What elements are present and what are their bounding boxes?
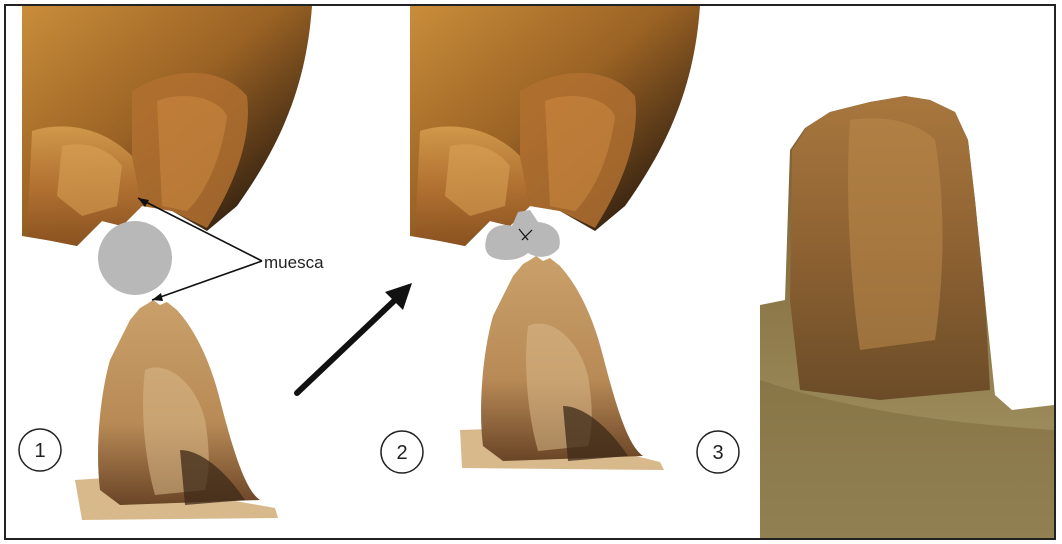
tooth-highlight-3 [848,118,942,350]
gray-circle-marker [98,221,172,295]
upper-jaw-image-2 [410,6,700,246]
lower-tooth-image-2 [481,256,643,461]
panel-number-2: 2 [396,442,407,464]
panel-3: 3 [697,96,1054,538]
lower-tooth-image-1 [98,300,260,505]
panel-number-1: 1 [34,440,45,462]
upper-jaw-image-1 [22,6,312,246]
panel-2: 2 [381,6,700,473]
panel-number-3: 3 [712,442,723,464]
transition-arrow [297,283,412,393]
arrowhead-lower [152,293,163,301]
muesca-label: muesca [264,253,324,272]
